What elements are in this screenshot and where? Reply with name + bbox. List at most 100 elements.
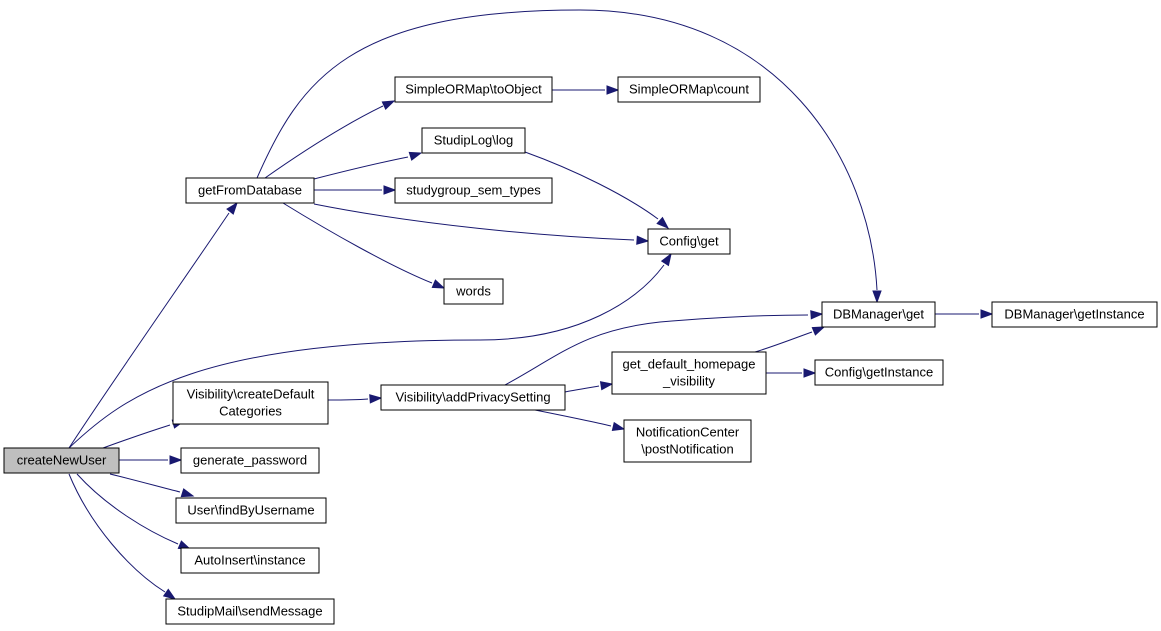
edge-getFromDatabase-to-log — [313, 151, 423, 180]
node-box[interactable] — [380, 384, 566, 411]
edge-createNewUser-to-findbyusername — [109, 473, 195, 498]
edge-line — [504, 314, 809, 386]
node-label: SimpleORMap\toObject — [405, 82, 542, 97]
node-box[interactable] — [647, 228, 731, 255]
node-box[interactable] — [3, 447, 120, 474]
node-box[interactable] — [821, 301, 936, 328]
arrowhead-icon — [803, 368, 817, 378]
arrowhead-icon — [383, 185, 397, 195]
edge-homepagevis-to-configgetinstance — [766, 368, 817, 378]
arrowhead-icon — [408, 151, 423, 161]
node-label: words — [455, 284, 491, 299]
arrowhead-icon — [810, 310, 824, 320]
edge-createNewUser-to-createdefault — [102, 419, 186, 449]
node-box[interactable] — [421, 127, 526, 154]
edge-line — [524, 151, 659, 220]
edge-line — [564, 385, 600, 393]
node-semtypes[interactable]: studygroup_sem_types — [394, 177, 553, 204]
edge-createNewUser-to-autoinsert — [76, 473, 192, 550]
edge-line — [109, 473, 181, 493]
node-box[interactable] — [617, 76, 761, 103]
node-box[interactable] — [814, 359, 944, 386]
node-count[interactable]: SimpleORMap\count — [617, 76, 761, 103]
edge-line — [256, 9, 878, 291]
node-genpass[interactable]: generate_password — [180, 447, 320, 474]
node-findbyusername[interactable]: User\findByUsername — [175, 497, 327, 524]
arrowhead-icon — [980, 309, 994, 319]
edge-line — [68, 212, 230, 449]
edge-line — [68, 264, 665, 449]
edge-line — [282, 202, 433, 284]
node-label: DBManager\getInstance — [1004, 307, 1144, 322]
node-createNewUser[interactable]: createNewUser — [3, 447, 120, 474]
arrowhead-icon — [811, 326, 826, 336]
arrowhead-icon — [431, 279, 446, 289]
edge-line — [754, 331, 813, 353]
edge-getFromDatabase-to-dbget — [256, 9, 882, 304]
node-box[interactable] — [991, 301, 1158, 328]
node-postnotif[interactable]: NotificationCenter\postNotification — [623, 419, 752, 463]
edge-getFromDatabase-to-words — [282, 202, 446, 289]
node-box[interactable] — [175, 497, 327, 524]
node-toObject[interactable]: SimpleORMap\toObject — [394, 76, 553, 103]
edge-createNewUser-to-configget — [68, 252, 672, 449]
node-label: User\findByUsername — [187, 503, 314, 518]
arrowhead-icon — [369, 394, 383, 404]
arrowhead-icon — [636, 235, 650, 245]
nodes-layer: createNewUser getFromDatabase SimpleORMap\… — [3, 76, 1158, 625]
arrowhead-icon — [599, 381, 614, 391]
arrowhead-icon — [226, 201, 238, 215]
arrowhead-icon — [656, 216, 670, 229]
edge-getFromDatabase-to-configget — [313, 203, 650, 245]
node-dbgetinstance[interactable]: DBManager\getInstance — [991, 301, 1158, 328]
node-box[interactable] — [623, 419, 752, 463]
edge-line — [76, 473, 179, 545]
arrowhead-icon — [381, 100, 396, 111]
node-label: Visibility\createDefault — [187, 387, 315, 402]
edge-line — [68, 473, 166, 593]
node-label: createNewUser — [17, 453, 107, 468]
node-box[interactable] — [611, 351, 767, 395]
node-dbget[interactable]: DBManager\get — [821, 301, 936, 328]
node-box[interactable] — [180, 447, 320, 474]
node-box[interactable] — [185, 177, 315, 204]
node-label: generate_password — [193, 453, 307, 468]
edge-createNewUser-to-genpass — [118, 455, 183, 465]
node-sendmessage[interactable]: StudipMail\sendMessage — [165, 598, 335, 625]
node-label: getFromDatabase — [198, 183, 302, 198]
node-box[interactable] — [394, 177, 553, 204]
arrowhead-icon — [169, 455, 183, 465]
arrowhead-icon — [660, 252, 672, 267]
node-autoinsert[interactable]: AutoInsert\instance — [180, 547, 320, 574]
node-homepagevis[interactable]: get_default_homepage _visibility — [611, 351, 767, 395]
node-label: Config\getInstance — [825, 365, 933, 380]
arrowhead-icon — [162, 588, 177, 600]
edge-createNewUser-to-sendmessage — [68, 473, 177, 600]
node-box[interactable] — [172, 381, 329, 425]
node-label: _visibility — [662, 374, 716, 389]
node-label: studygroup_sem_types — [406, 183, 541, 198]
edge-log-to-configget — [524, 151, 670, 229]
edge-line — [102, 424, 171, 449]
edge-line — [534, 409, 612, 427]
node-box[interactable] — [443, 278, 504, 305]
node-addprivacy[interactable]: Visibility\addPrivacySetting — [380, 384, 566, 411]
node-getFromDatabase[interactable]: getFromDatabase — [185, 177, 315, 204]
edge-line — [327, 398, 369, 401]
node-configgetinstance[interactable]: Config\getInstance — [814, 359, 944, 386]
arrowhead-icon — [606, 85, 620, 95]
edge-line — [264, 105, 384, 179]
node-words[interactable]: words — [443, 278, 504, 305]
node-label: get_default_homepage — [622, 357, 755, 372]
node-label: StudipLog\log — [434, 133, 514, 148]
edge-line — [313, 203, 635, 241]
node-configget[interactable]: Config\get — [647, 228, 731, 255]
node-box[interactable] — [394, 76, 553, 103]
node-box[interactable] — [165, 598, 335, 625]
node-box[interactable] — [180, 547, 320, 574]
node-label: DBManager\get — [833, 307, 924, 322]
node-label: AutoInsert\instance — [194, 553, 305, 568]
node-log[interactable]: StudipLog\log — [421, 127, 526, 154]
